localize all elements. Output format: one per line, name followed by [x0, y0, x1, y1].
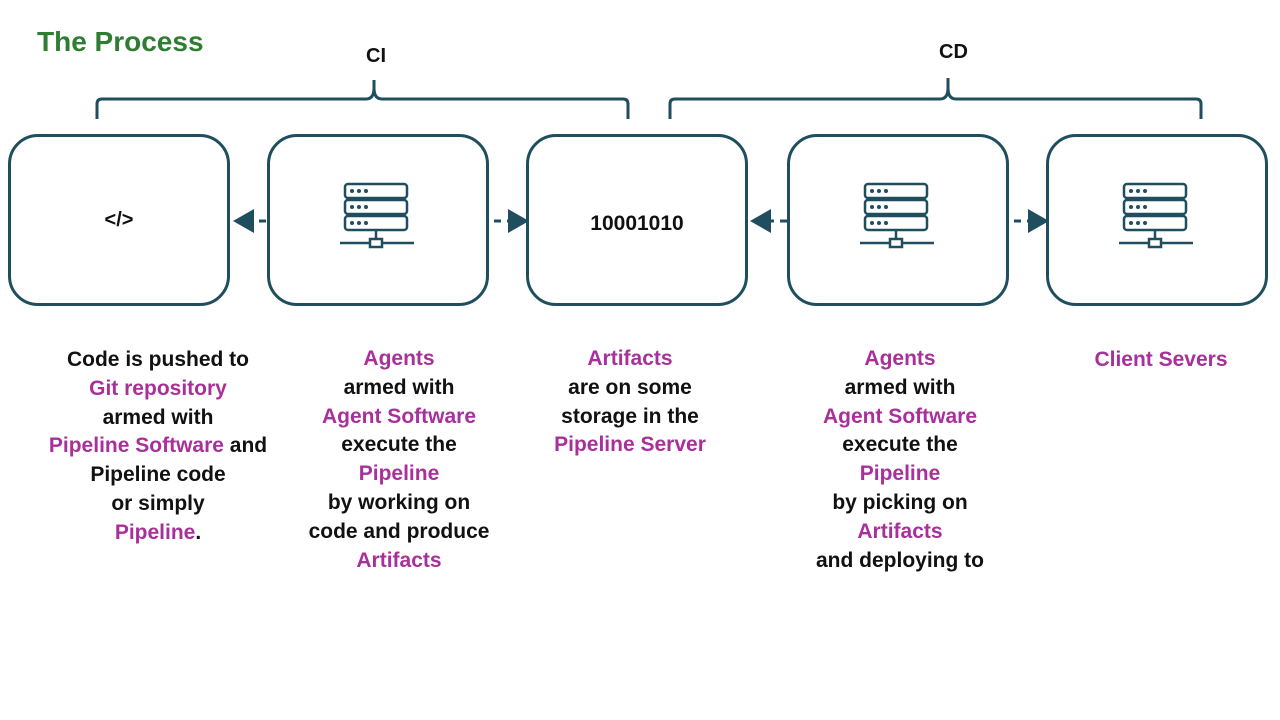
caption-line: by working on	[327, 490, 471, 514]
artifact-caption: Artifacts are on some storage in the Pip…	[500, 345, 760, 460]
caption-line: armed with	[102, 405, 214, 429]
artifact-box: 10001010	[526, 134, 748, 306]
ci-agent-caption: Agents armed with Agent Software execute…	[269, 345, 529, 575]
caption-highlight: Pipeline	[114, 520, 196, 544]
client-caption: Client Severs	[1031, 346, 1280, 375]
caption-text: .	[195, 520, 202, 544]
caption-line: Pipeline Software and	[28, 432, 288, 461]
caption-line: Pipeline	[358, 462, 440, 486]
code-caption: Code is pushed to Git repository armed w…	[28, 346, 288, 548]
page-title: The Process	[37, 26, 204, 57]
caption-line: or simply	[111, 491, 205, 515]
caption-line: execute the	[341, 433, 457, 457]
ci-brace	[95, 80, 630, 119]
caption-highlight: Pipeline Software	[48, 434, 224, 458]
code-box: </>	[8, 134, 230, 306]
caption-line: Pipeline.	[28, 519, 288, 548]
caption-line: Pipeline Server	[554, 433, 706, 457]
code-symbol: </>	[104, 208, 134, 231]
cd-label: CD	[939, 41, 968, 63]
server-icon	[1119, 181, 1195, 260]
caption-line: Pipeline code	[90, 463, 226, 487]
ci-label: CI	[366, 45, 386, 67]
caption-text: and	[223, 434, 268, 458]
caption-line: Artifacts	[356, 548, 442, 572]
caption-line: execute the	[842, 433, 958, 457]
caption-line: code and produce	[308, 519, 490, 543]
cd-agent-caption: Agents armed with Agent Software execute…	[770, 345, 1030, 575]
caption-line: and deploying to	[816, 548, 984, 572]
caption-line: Git repository	[89, 376, 227, 400]
cd-brace	[668, 78, 1203, 119]
caption-line: Artifacts	[587, 347, 673, 370]
caption-line: Code is pushed to	[66, 348, 249, 371]
caption-line: Agents	[363, 347, 435, 370]
server-icon	[340, 181, 416, 260]
caption-line: Agent Software	[321, 404, 476, 428]
cd-agent-box	[787, 134, 1009, 306]
caption-line: Client Severs	[1094, 348, 1228, 371]
caption-line: by picking on	[832, 490, 968, 514]
caption-line: storage in the	[561, 404, 699, 428]
server-icon	[860, 181, 936, 260]
ci-agent-box	[267, 134, 489, 306]
caption-line: Artifacts	[857, 519, 943, 543]
caption-line: Agents	[864, 347, 936, 370]
client-box	[1046, 134, 1268, 306]
caption-line: are on some	[568, 375, 692, 399]
caption-line: armed with	[343, 375, 455, 399]
caption-line: Pipeline	[859, 462, 941, 486]
caption-line: Agent Software	[822, 404, 977, 428]
caption-line: armed with	[844, 375, 956, 399]
artifact-bits: 10001010	[590, 212, 684, 235]
